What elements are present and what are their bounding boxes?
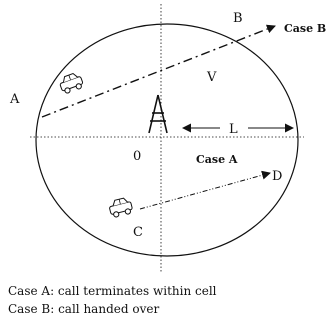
car-icon-case-a <box>109 197 133 218</box>
car-icon-case-b <box>59 72 84 94</box>
case-a-trajectory <box>139 170 271 210</box>
tower-icon <box>148 94 168 134</box>
label-origin: 0 <box>133 149 141 164</box>
case-b-trajectory <box>41 24 276 118</box>
label-l: L <box>229 122 238 137</box>
label-c: C <box>133 225 143 240</box>
label-case-a: Case A <box>196 153 238 166</box>
label-case-b: Case B <box>284 22 326 35</box>
cell-boundary <box>35 23 299 257</box>
label-a: A <box>9 92 20 107</box>
label-b: B <box>233 11 243 26</box>
label-v: V <box>206 70 217 85</box>
label-d: D <box>272 169 282 184</box>
caption-case-b: Case B: call handed over <box>8 302 160 316</box>
caption-case-a: Case A: call terminates within cell <box>8 284 217 298</box>
